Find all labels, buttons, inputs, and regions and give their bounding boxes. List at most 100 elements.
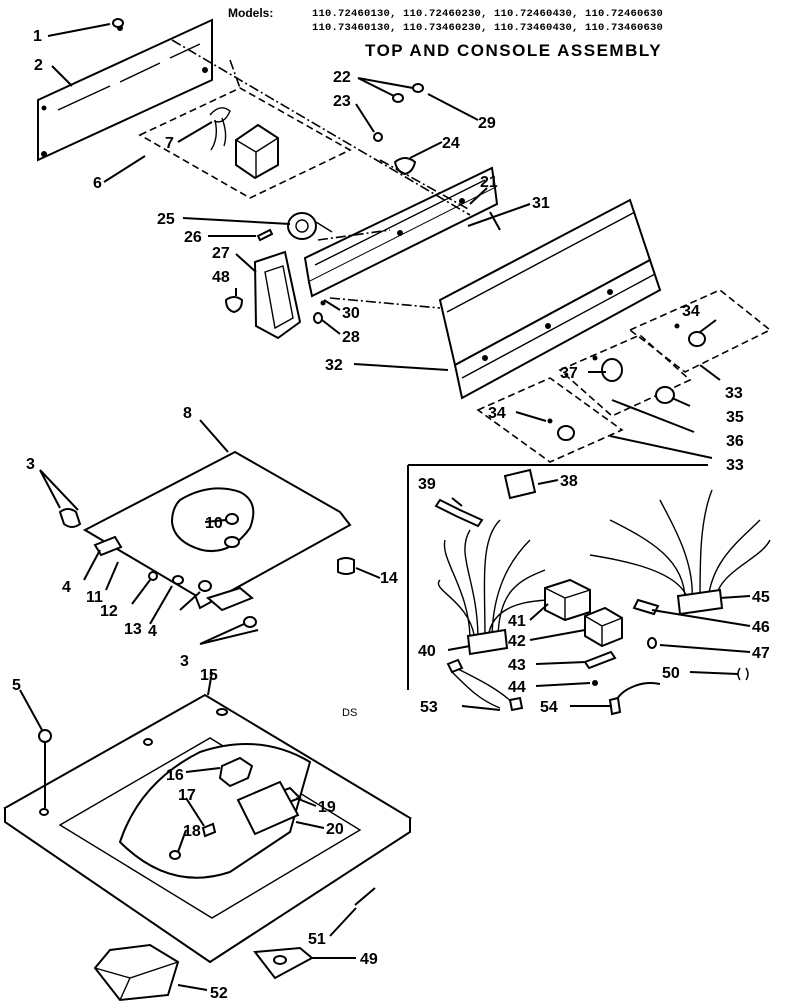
callout-16: 16 (166, 767, 184, 784)
callout-19: 19 (318, 799, 336, 816)
callout-29: 29 (478, 115, 496, 132)
shield-20 (236, 780, 300, 836)
timer-mounting-bracket (138, 87, 352, 199)
thermistor-50 (608, 667, 749, 716)
callout-3-lower: 3 (180, 653, 189, 670)
callout-46: 46 (752, 619, 770, 636)
callout-32: 32 (325, 357, 343, 374)
callout-10: 10 (205, 515, 223, 532)
lid-bumper-14 (337, 557, 355, 575)
callout-20: 20 (326, 821, 344, 838)
callout-37: 37 (560, 365, 578, 382)
agitator-cap-52 (93, 943, 180, 1002)
washer-lid (82, 450, 352, 610)
callout-48: 48 (212, 269, 230, 286)
relay-41 (544, 578, 591, 622)
wiring-parts-box (407, 464, 708, 690)
screw-part-1 (112, 18, 124, 28)
callout-25: 25 (157, 211, 175, 228)
callout-39: 39 (418, 476, 436, 493)
callout-40: 40 (418, 643, 436, 660)
callout-6: 6 (93, 175, 102, 192)
callout-50: 50 (662, 665, 680, 682)
callout-34-lower: 34 (488, 405, 506, 422)
knob-group-center (558, 334, 692, 417)
wire-harness-45 (589, 489, 771, 616)
clip-48 (224, 296, 244, 314)
callout-38: 38 (560, 473, 578, 490)
terminal-block-38 (503, 468, 537, 500)
cabinet-top (3, 693, 412, 964)
callout-49: 49 (360, 951, 378, 968)
support-bracket-27 (253, 250, 302, 340)
models-line-1: 110.72460130, 110.72460230, 110.72460430… (312, 8, 663, 20)
leader-lines (19, 23, 751, 991)
callout-26: 26 (184, 229, 202, 246)
lid-hinge-right (205, 586, 257, 628)
models-label: Models: (228, 6, 273, 20)
screw-5 (38, 729, 52, 808)
callout-54: 54 (540, 699, 558, 716)
callout-18: 18 (183, 823, 201, 840)
callout-13: 13 (124, 621, 142, 638)
footer-mark: DS (342, 707, 357, 719)
diagram-title: TOP AND CONSOLE ASSEMBLY (365, 41, 662, 60)
callout-14: 14 (380, 570, 398, 587)
callout-33-upper: 33 (725, 385, 743, 402)
connectors-43-44 (583, 650, 617, 686)
callout-12: 12 (100, 603, 118, 620)
clips-46-47 (632, 598, 660, 649)
screw-26 (256, 228, 274, 242)
console-backsplash (438, 198, 662, 400)
selector-switch-25 (287, 212, 333, 240)
callout-31: 31 (532, 195, 550, 212)
callout-51: 51 (308, 931, 326, 948)
callout-21: 21 (480, 174, 498, 191)
relay-42 (584, 606, 623, 648)
wire-harness-40 (437, 519, 556, 656)
callout-1: 1 (33, 28, 42, 45)
hinge-49 (253, 946, 314, 980)
lid-hinge-left (58, 508, 212, 592)
callout-22: 22 (333, 69, 351, 86)
callout-36: 36 (726, 433, 744, 450)
screw-28 (313, 312, 323, 324)
callout-47: 47 (752, 645, 770, 662)
callout-11: 11 (86, 589, 103, 606)
callout-28: 28 (342, 329, 360, 346)
callout-42: 42 (508, 633, 526, 650)
callout-35: 35 (726, 409, 744, 426)
callout-7: 7 (165, 135, 174, 152)
clip-39 (434, 498, 484, 528)
alignment-lines-console (171, 39, 471, 309)
lid-switch-16 (218, 756, 254, 788)
knob-group-lower (476, 377, 624, 463)
callout-43: 43 (508, 657, 526, 674)
callout-53: 53 (420, 699, 438, 716)
screws-17-18 (169, 822, 217, 860)
callout-34-upper: 34 (682, 303, 700, 320)
callout-4-right: 4 (148, 623, 157, 640)
callout-24: 24 (442, 135, 460, 152)
models-line-2: 110.73460130, 110.73460230, 110.73460430… (312, 22, 663, 34)
callout-41: 41 (508, 613, 526, 630)
diagram-header: Models: 110.72460130, 110.72460230, 110.… (228, 6, 663, 60)
callout-44: 44 (508, 679, 526, 696)
callout-33-lower: 33 (726, 457, 744, 474)
callout-numbers: 1 2 6 7 22 23 29 24 21 31 25 26 27 48 30… (12, 28, 770, 1002)
callout-3-upper: 3 (26, 456, 35, 473)
callout-5: 5 (12, 677, 21, 694)
control-mounting-rail (303, 166, 499, 306)
callout-4-left: 4 (62, 579, 71, 596)
callout-17: 17 (178, 787, 196, 804)
callout-52: 52 (210, 985, 228, 1002)
screw-51 (354, 887, 376, 906)
callout-8: 8 (183, 405, 192, 422)
callout-23: 23 (333, 93, 351, 110)
callout-2: 2 (34, 57, 43, 74)
callout-15: 15 (200, 667, 218, 684)
callout-30: 30 (342, 305, 360, 322)
console-rear-panel (37, 18, 213, 162)
callout-27: 27 (212, 245, 230, 262)
